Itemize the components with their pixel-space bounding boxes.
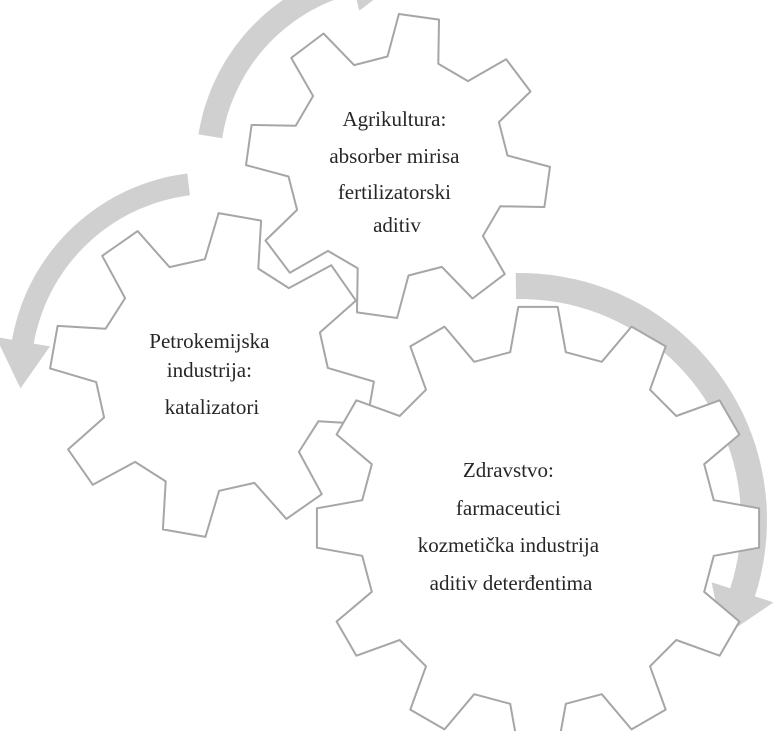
circular-arrows: [0, 0, 774, 637]
label-agrikultura-line: absorber mirisa: [329, 144, 460, 168]
label-zdravstvo: Zdravstvo: farmaceutici kozmetička indus…: [418, 458, 605, 595]
label-agrikultura-line: Agrikultura:: [342, 107, 446, 131]
label-petrokemija-line: industrija:: [167, 358, 252, 382]
label-zdravstvo-line: aditiv deterđentima: [430, 571, 593, 595]
gear-agrikultura: [245, 13, 551, 319]
label-zdravstvo-line: Zdravstvo:: [463, 458, 554, 482]
label-zdravstvo-line: kozmetička industrija: [418, 533, 600, 557]
arrow-top-left: [198, 0, 374, 139]
label-petrokemija-line: katalizatori: [165, 395, 260, 419]
label-petrokemija-line: Petrokemijska: [149, 329, 270, 353]
label-petrokemija: Petrokemijska industrija: katalizatori: [149, 329, 274, 419]
arrow-right: [515, 273, 774, 637]
gear-petrokemija: [49, 212, 375, 538]
arrow-left: [0, 173, 190, 389]
label-agrikultura: Agrikultura: absorber mirisa fertilizato…: [329, 107, 464, 237]
gear-zdravstvo: [315, 305, 761, 731]
label-agrikultura-line: fertilizatorski: [338, 180, 451, 204]
label-zdravstvo-line: farmaceutici: [456, 496, 561, 520]
label-agrikultura-line: aditiv: [373, 213, 421, 237]
